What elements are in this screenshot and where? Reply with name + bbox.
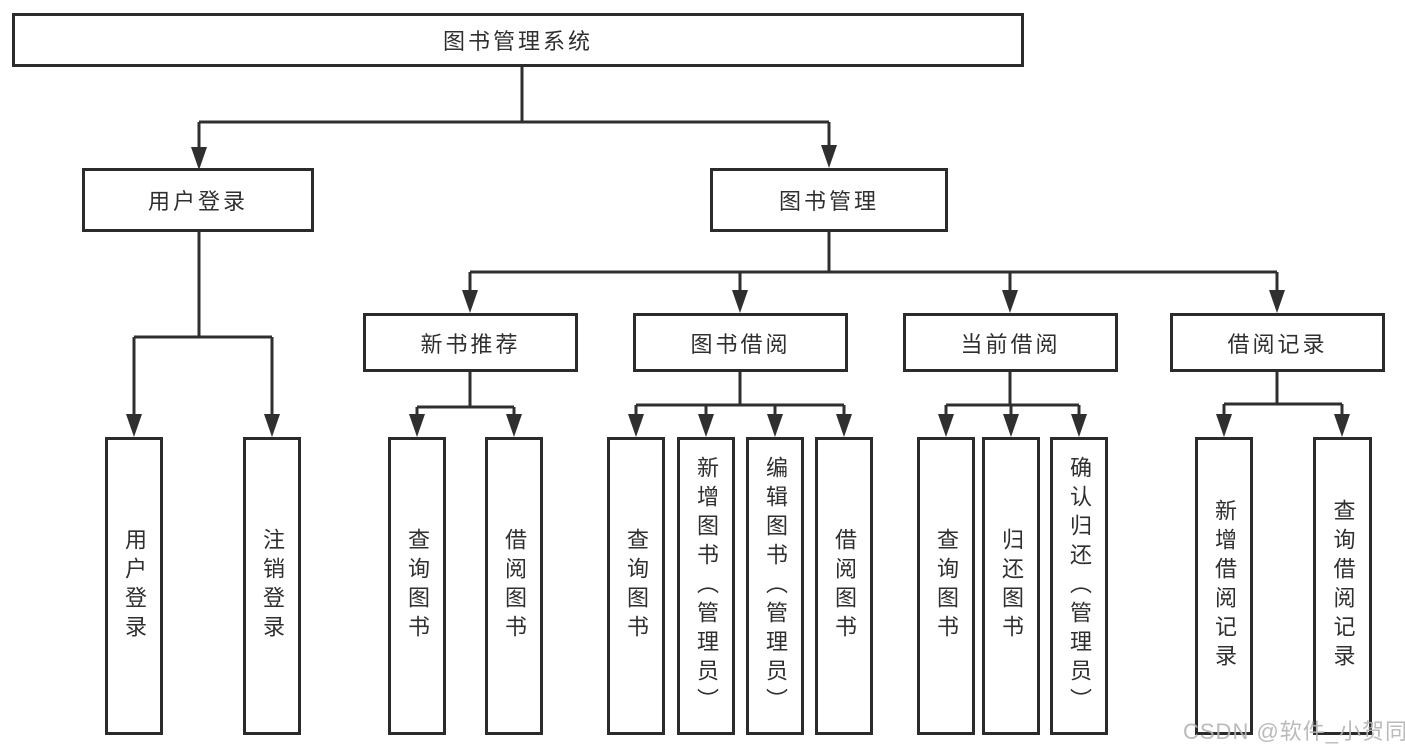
node-current-borrow: 当前借阅 [903, 313, 1118, 372]
node-root-system: 图书管理系统 [12, 13, 1024, 67]
leaf-borrow-query-books: 查询图书 [607, 437, 665, 735]
leaf-recommend-borrow-books: 借阅图书 [485, 437, 543, 735]
node-book-borrow: 图书借阅 [633, 313, 848, 372]
leaf-add-borrow-record: 新增借阅记录 [1195, 437, 1253, 735]
leaf-confirm-return-admin: 确认归还（管理员） [1050, 437, 1108, 735]
node-user-login-branch: 用户登录 [82, 168, 314, 232]
leaf-recommend-query-books: 查询图书 [388, 437, 446, 735]
leaf-query-borrow-record: 查询借阅记录 [1313, 437, 1372, 735]
leaf-return-books: 归还图书 [982, 437, 1040, 735]
node-borrow-records: 借阅记录 [1170, 313, 1385, 372]
leaf-logout: 注销登录 [243, 437, 301, 735]
leaf-add-books-admin: 新增图书（管理员） [677, 437, 735, 735]
leaf-borrow-books: 借阅图书 [815, 437, 873, 735]
csdn-watermark: CSDN @软件_小贺同学 [1183, 719, 1405, 744]
leaf-current-query-books: 查询图书 [917, 437, 975, 735]
node-new-book-recommend: 新书推荐 [363, 313, 578, 372]
leaf-edit-books-admin: 编辑图书（管理员） [746, 437, 804, 735]
leaf-user-login: 用户登录 [105, 437, 163, 735]
node-book-management-branch: 图书管理 [710, 168, 948, 232]
